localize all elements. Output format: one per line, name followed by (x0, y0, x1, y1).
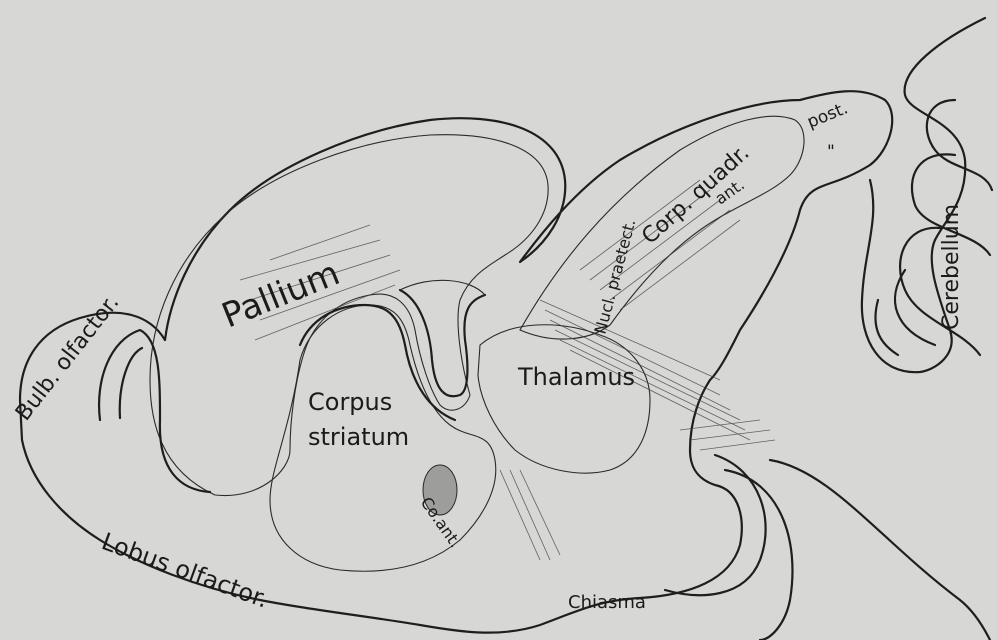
ventricle-lower-line (99, 330, 210, 492)
pallium-label: Pallium (216, 253, 345, 336)
corpus-striatum-label-line1: Corpus (308, 388, 392, 416)
chiasma-label: Chiasma (568, 592, 646, 613)
lobus-olfactor-label: Lobus olfactor. (98, 527, 272, 613)
fornix-line (400, 290, 485, 396)
thalamus-region (478, 325, 650, 473)
thalamus-label: Thalamus (517, 363, 635, 391)
brainstem-lower-outline (770, 460, 990, 640)
fiber-hatching (240, 180, 775, 560)
corp-quadr-ditto-mark: " (827, 142, 835, 162)
olfactory-inner-line (120, 348, 142, 418)
pons-outline (665, 455, 766, 595)
cerebellum-label: Cerebellum (939, 204, 964, 330)
corpus-striatum-label-line2: striatum (308, 423, 409, 451)
cerebellum (862, 18, 992, 372)
corp-quadr-post-label: post. (804, 98, 851, 132)
fornix-cap (400, 280, 485, 295)
